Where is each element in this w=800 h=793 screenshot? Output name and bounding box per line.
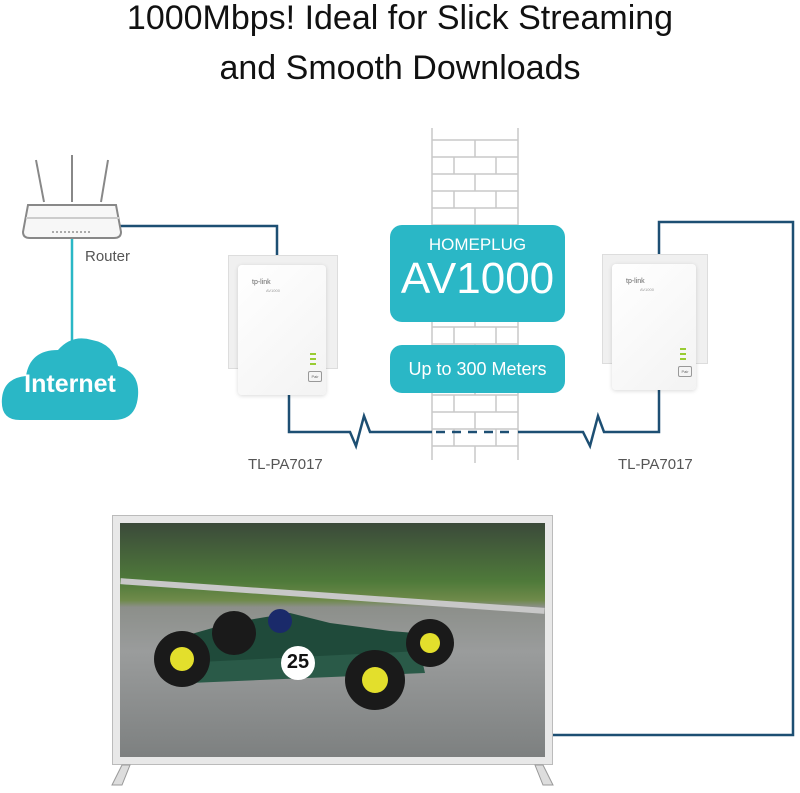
homeplug-label: HOMEPLUG <box>428 235 527 254</box>
adapter-model-sub: AV1000 <box>640 287 654 292</box>
internet-label: Internet <box>24 370 116 398</box>
led-indicators <box>310 353 316 355</box>
adapter-model-sub: AV1000 <box>266 288 280 293</box>
powerline-right <box>518 388 661 450</box>
pair-button: Pair <box>678 366 692 377</box>
powerline-left <box>287 388 432 450</box>
tp-link-logo: tp-link <box>252 279 271 286</box>
av1000-label: AV1000 <box>400 254 555 303</box>
tv-screen-racing-car: 25 <box>120 523 545 757</box>
headline-line-1: 1000Mbps! Ideal for Slick Streaming <box>126 0 674 37</box>
router-to-adapter-cable <box>118 224 279 258</box>
adapter-right-model: TL-PA7017 <box>618 456 693 473</box>
tv: 25 <box>112 515 553 765</box>
adapter-left-model: TL-PA7017 <box>248 456 323 473</box>
powerline-adapter-left: tp-link AV1000 Pair <box>228 255 338 395</box>
race-car-image <box>154 609 454 710</box>
range-badge: Up to 300 Meters <box>390 345 565 393</box>
led-indicators <box>680 348 686 350</box>
pair-button: Pair <box>308 371 322 382</box>
router-label: Router <box>85 248 131 265</box>
headline-line-2: and Smooth Downloads <box>219 49 581 87</box>
adapter-to-tv-cable <box>548 220 795 737</box>
tp-link-logo: tp-link <box>626 278 645 285</box>
powerline-adapter-right: tp-link AV1000 Pair <box>602 254 708 390</box>
homeplug-badge: HOMEPLUG AV1000 <box>390 225 565 322</box>
car-number: 25 <box>286 651 310 673</box>
